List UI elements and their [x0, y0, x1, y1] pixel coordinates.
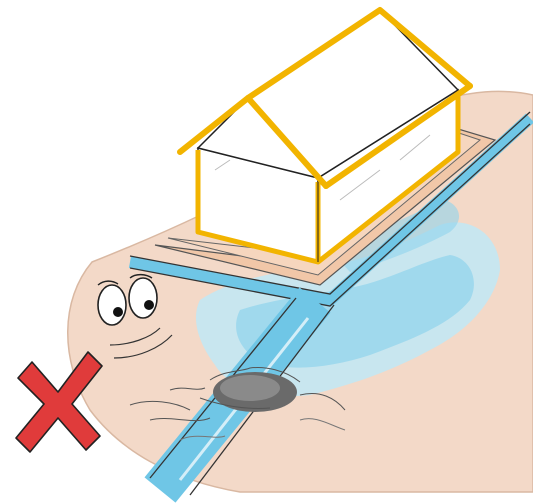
drainage-blockage-illustration — [0, 0, 533, 504]
